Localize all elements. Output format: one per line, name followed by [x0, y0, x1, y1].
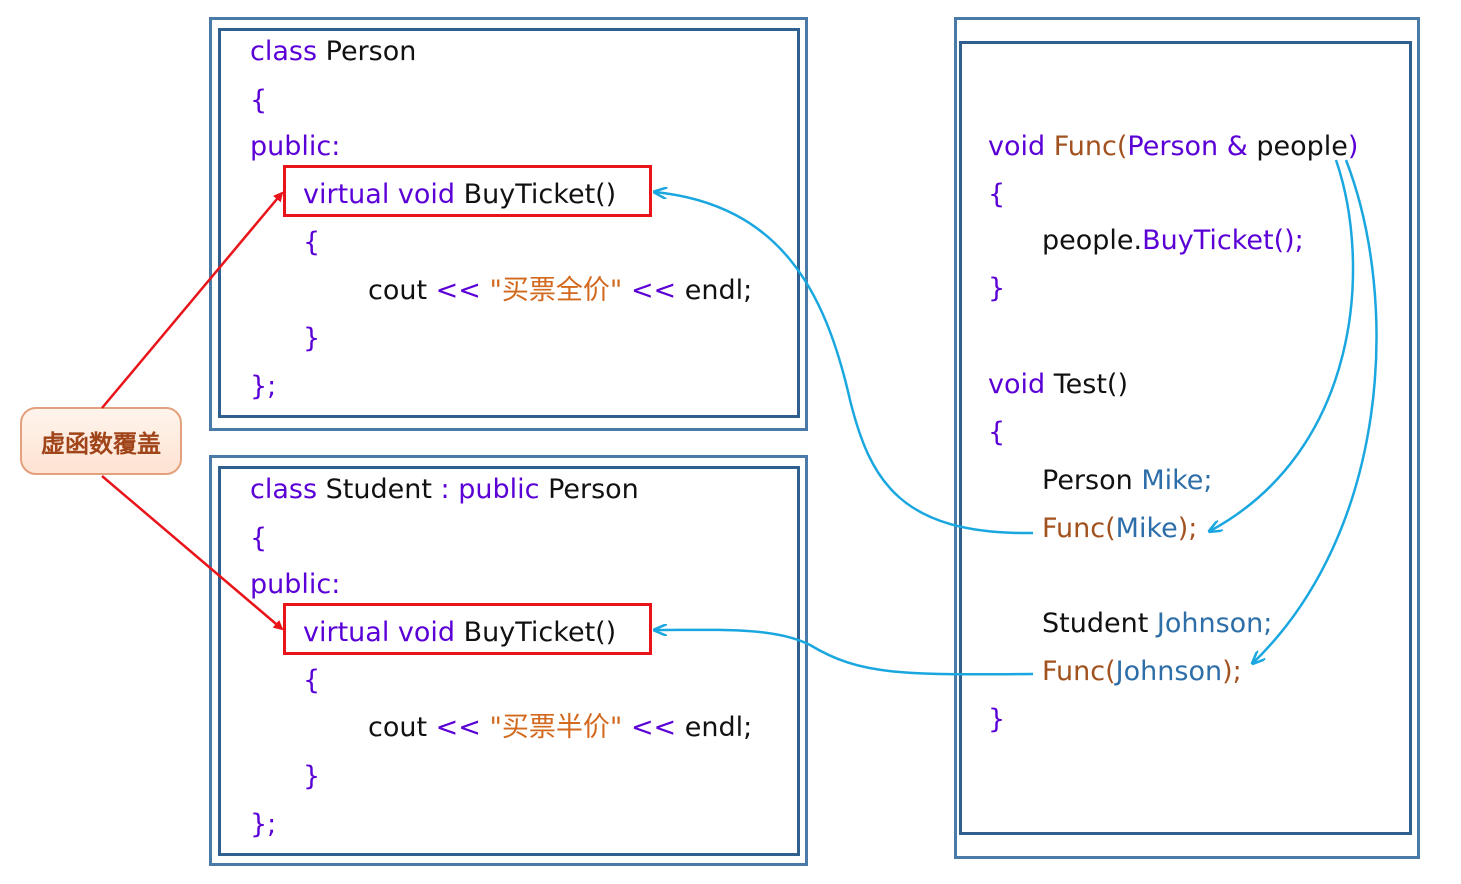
method-name: BuyTicket() [463, 617, 617, 648]
call-johnson: Func(Johnson); [1042, 657, 1242, 687]
test-name: Test() [1053, 369, 1128, 400]
keyword: void [397, 617, 456, 648]
func-signature: void Func(Person & people) [988, 132, 1358, 162]
student-line-access: public: [250, 569, 341, 600]
keyword: class [250, 474, 318, 505]
call-end: ); [1222, 656, 1242, 687]
arg-name: Mike [1115, 513, 1178, 544]
red-arrow-to-student [101, 475, 284, 631]
person-box-outer [209, 17, 808, 431]
main-box-outer [954, 17, 1420, 859]
cout: cout [368, 275, 428, 306]
decl-mike: Person Mike; [1042, 466, 1213, 496]
person-virtual-highlight [283, 165, 652, 217]
person-line-body-open: { [303, 227, 321, 258]
close-paren: ) [1347, 131, 1359, 162]
operator: << [630, 275, 677, 306]
var-name: Johnson; [1156, 608, 1273, 639]
person-line-body-close: } [303, 323, 321, 354]
keyword: class [250, 36, 318, 67]
student-line-close: }; [250, 809, 277, 840]
class-name: Student [325, 474, 432, 505]
student-box-outer [209, 455, 808, 866]
student-line-body-close: } [303, 761, 321, 792]
type-name: Person [1042, 465, 1133, 496]
person-box-inner [218, 28, 800, 418]
param-name: people [1256, 131, 1348, 162]
red-arrow-to-person [101, 191, 284, 409]
operator: << [435, 275, 481, 306]
param-type: Person [1127, 131, 1219, 162]
var-name: Mike; [1141, 465, 1213, 496]
person-line-open: { [250, 85, 268, 116]
call-mike: Func(Mike); [1042, 514, 1197, 544]
colon: : [440, 474, 450, 505]
test-signature: void Test() [988, 370, 1128, 400]
person-line-stmt: cout << "买票全价" << endl; [368, 276, 752, 306]
string-literal: "买票全价" [489, 275, 623, 306]
blue-arrow-johnson-to-student [655, 630, 1034, 676]
keyword: void [988, 131, 1046, 162]
func-name: Func( [1042, 656, 1116, 687]
call-end: ); [1177, 513, 1198, 544]
person-line-close: }; [250, 371, 277, 402]
student-line-stmt: cout << "买票半价" << endl; [368, 713, 752, 743]
endl: endl; [684, 712, 753, 743]
main-box-inner [959, 41, 1412, 835]
class-name: Person [325, 36, 417, 67]
base-class-name: Person [548, 474, 639, 505]
keyword: public [458, 474, 540, 505]
decl-johnson: Student Johnson; [1042, 609, 1272, 639]
type-name: Student [1042, 608, 1149, 639]
student-line-open: { [250, 523, 268, 554]
func-close: } [988, 273, 1006, 304]
keyword: void [988, 369, 1046, 400]
virtual-override-label: 虚函数覆盖 [20, 407, 182, 475]
student-virtual-highlight [283, 603, 652, 655]
method-call: BuyTicket(); [1142, 225, 1304, 256]
func-call-line: people.BuyTicket(); [1042, 226, 1304, 256]
blue-arrow-mike-to-person [655, 192, 1034, 535]
student-line-method: virtual void BuyTicket() [303, 618, 616, 648]
string-literal: "买票半价" [489, 712, 623, 743]
method-name: BuyTicket() [463, 179, 617, 210]
person-line-access: public: [250, 131, 341, 162]
func-name: Func( [1042, 513, 1116, 544]
test-close: } [988, 704, 1006, 735]
ampersand: & [1226, 131, 1248, 162]
test-open: { [988, 417, 1006, 448]
student-line-decl: class Student : public Person [250, 475, 639, 505]
keyword: void [397, 179, 456, 210]
student-box-inner [218, 466, 800, 856]
arg-name: Johnson [1115, 656, 1223, 687]
operator: << [435, 712, 481, 743]
keyword: virtual [303, 617, 390, 648]
keyword: virtual [303, 179, 390, 210]
student-line-body-open: { [303, 665, 321, 696]
operator: << [630, 712, 677, 743]
blue-arrow-people-to-johnson [1253, 159, 1378, 663]
endl: endl; [684, 275, 753, 306]
object-ref: people. [1042, 225, 1143, 256]
person-line-decl: class Person [250, 37, 416, 67]
blue-arrow-people-to-mike [1210, 159, 1355, 531]
func-open: { [988, 179, 1006, 210]
func-name: Func( [1053, 131, 1128, 162]
cout: cout [368, 712, 428, 743]
person-line-method: virtual void BuyTicket() [303, 180, 616, 210]
